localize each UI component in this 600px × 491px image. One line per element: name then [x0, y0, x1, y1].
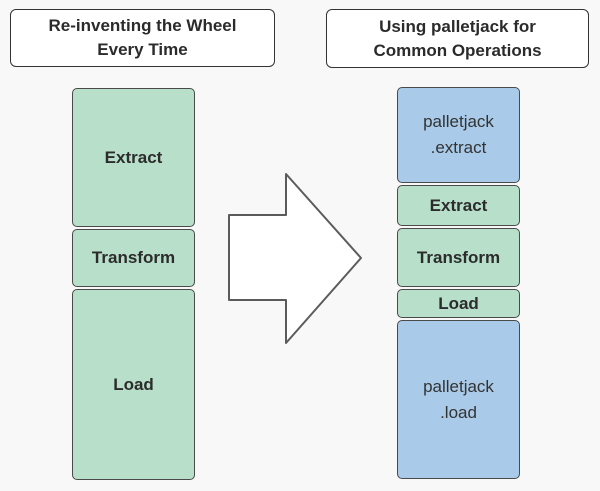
right-title-box: Using palletjack for Common Operations [326, 9, 589, 68]
right-box-palletjack-extract: palletjack .extract [397, 87, 520, 183]
right-box-extract: Extract [397, 185, 520, 226]
right-column: palletjack .extract Extract Transform Lo… [397, 87, 520, 479]
left-box-load: Load [72, 289, 195, 480]
right-block-arrow-icon [228, 173, 362, 344]
left-column: Extract Transform Load [72, 88, 195, 480]
right-box-transform: Transform [397, 228, 520, 287]
right-box-palletjack-load: palletjack .load [397, 320, 520, 479]
right-box-load: Load [397, 289, 520, 318]
left-box-extract: Extract [72, 88, 195, 227]
left-box-transform: Transform [72, 229, 195, 287]
left-title-box: Re-inventing the Wheel Every Time [10, 9, 275, 67]
